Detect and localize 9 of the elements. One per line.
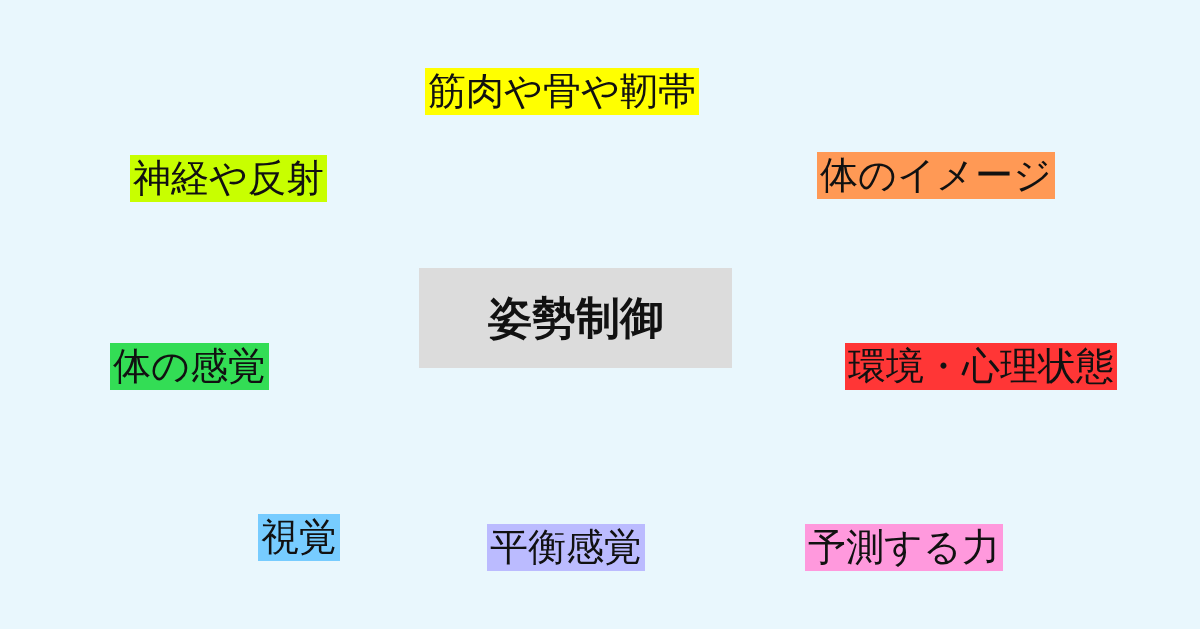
highlighted-label: 平衡感覚 [487,524,645,571]
highlighted-label: 神経や反射 [130,155,327,202]
highlighted-label: 予測する力 [805,524,1003,571]
highlighted-label: 体の感覚 [110,343,269,390]
highlighted-label: 体のイメージ [817,152,1055,199]
highlighted-label: 筋肉や骨や靭帯 [425,68,699,115]
highlighted-label: 視覚 [258,514,340,561]
title-box: 姿勢制御 [419,268,732,368]
highlighted-label: 環境・心理状態 [845,343,1117,390]
